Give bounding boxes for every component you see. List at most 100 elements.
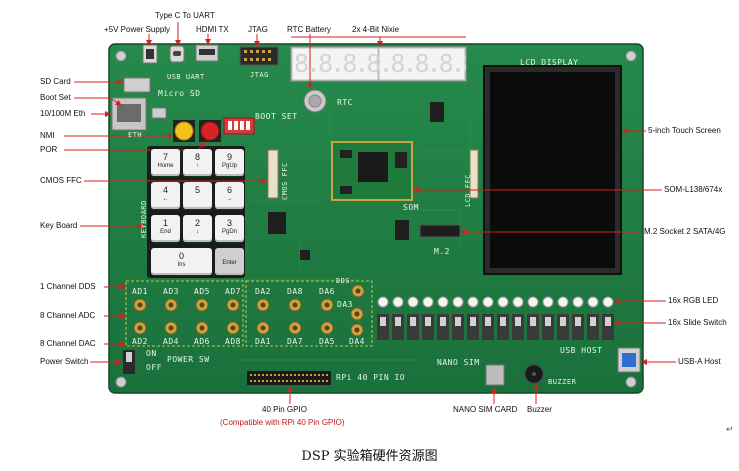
label-dac: 8 Channel DAC (40, 339, 96, 348)
label-jtag: JTAG (248, 25, 268, 34)
silk-da-bottom-1: DA7 (287, 337, 303, 346)
silk-eth: ETH (128, 131, 143, 139)
silk-rtc: RTC (337, 98, 353, 107)
silk-micro-sd: Micro SD (158, 89, 201, 98)
silk-lcd-display: LCD DISPLAY (520, 58, 579, 67)
label-cmos-ffc: CMOS FFC (40, 176, 82, 185)
label-sd-card: SD Card (40, 77, 71, 86)
adc-connectors (133, 298, 240, 335)
silk-da-top-2: DA6 (319, 287, 335, 296)
label-adc: 8 Channel ADC (40, 311, 96, 320)
label-dds: 1 Channel DDS (40, 282, 96, 291)
silk-da-top-0: DA2 (255, 287, 271, 296)
jtag-header (239, 46, 279, 66)
key-4[interactable]: 4← (151, 182, 180, 209)
silk-cmos-ffc: CMOS FFC (281, 162, 289, 200)
silk-ad-top-2: AD5 (194, 287, 210, 296)
label-hdmi-tx: HDMI TX (196, 25, 229, 34)
dac-connectors (256, 298, 364, 337)
boot-dip-switch (223, 117, 255, 135)
silk-m2: M.2 (434, 247, 450, 256)
por-button (199, 120, 221, 142)
label-boot-set: Boot Set (40, 93, 71, 102)
silk-nano-sim: NANO SIM (437, 358, 480, 367)
usb-a-port (617, 347, 641, 373)
label-power-supply: +5V Power Supply (104, 25, 171, 34)
cmos-ffc (267, 149, 279, 199)
nmi-button (173, 120, 195, 142)
silk-off: OFF (146, 363, 162, 372)
silk-jtag: JTAG (250, 71, 269, 79)
gpio-header (247, 371, 331, 385)
silk-som: SOM (403, 203, 419, 212)
label-keyboard: Key Board (40, 221, 78, 230)
silk-ad-bottom-3: AD8 (225, 337, 241, 346)
label-som: SOM-L138/674x (664, 185, 723, 194)
figure-caption: DSP 实验箱硬件资源图 (301, 449, 438, 464)
silk-boot-set: BOOT SET (255, 112, 298, 121)
typec-connector (169, 45, 185, 63)
label-rtc-battery: RTC Battery (287, 25, 331, 34)
hdmi-connector (195, 44, 219, 62)
label-touch-screen: 5-inch Touch Screen (648, 126, 721, 135)
lcd-screen (483, 65, 622, 275)
label-nano-sim: NANO SIM CARD (453, 405, 518, 414)
silk-dds: DDS (336, 277, 351, 285)
silk-ad-top-0: AD1 (132, 287, 148, 296)
label-buzzer: Buzzer (527, 405, 552, 414)
key-2[interactable]: 2↓ (183, 215, 212, 242)
rgb-leds (377, 296, 614, 308)
silk-lcd-ffc: LCD FFC (464, 173, 472, 207)
silk-usb-uart: USB UART (167, 73, 205, 81)
key-enter[interactable]: Enter (215, 248, 244, 275)
silk-da-bottom-3: DA4 (349, 337, 365, 346)
rtc-battery (303, 89, 327, 113)
silk-ad-bottom-1: AD4 (163, 337, 179, 346)
label-gpio-sub: (Compatible with RPi 40 Pin GPIO) (220, 418, 345, 427)
m2-socket (419, 224, 461, 238)
label-slide-switch: 16x Slide Switch (668, 318, 727, 327)
slide-switches (377, 314, 614, 340)
som-module (331, 141, 413, 201)
return-mark: ↵ (726, 424, 734, 434)
label-eth: 10/100M Eth (40, 109, 86, 118)
silk-power-sw: POWER SW (167, 355, 210, 364)
sd-slot (123, 77, 151, 93)
silk-ad-top-3: AD7 (225, 287, 241, 296)
nixie-display (290, 46, 467, 82)
silk-da3: DA3 (337, 300, 353, 309)
lcd-ffc (469, 149, 479, 199)
silk-da-bottom-2: DA5 (319, 337, 335, 346)
silk-rpi-io: RPi 40 PIN IO (336, 373, 406, 382)
power-jack (142, 44, 158, 64)
label-power-switch: Power Switch (40, 357, 89, 366)
silk-da-bottom-0: DA1 (255, 337, 271, 346)
silk-buzzer: BUZZER (548, 378, 577, 386)
label-rgb-led: 16x RGB LED (668, 296, 719, 305)
power-switch (123, 350, 135, 374)
silk-on: ON (146, 349, 157, 358)
silk-ad-bottom-0: AD2 (132, 337, 148, 346)
silk-ad-top-1: AD3 (163, 287, 179, 296)
label-typec-uart: Type C To UART (155, 11, 215, 20)
nano-sim-slot (485, 364, 505, 386)
silk-ad-bottom-2: AD6 (194, 337, 210, 346)
label-por: POR (40, 145, 58, 154)
silk-usb-host: USB HOST (560, 346, 603, 355)
label-gpio: 40 Pin GPIO (262, 405, 307, 414)
label-nmi: NMI (40, 131, 55, 140)
silk-da-top-1: DA8 (287, 287, 303, 296)
key-6[interactable]: 6→ (215, 182, 244, 209)
key-8[interactable]: 8↑ (183, 149, 212, 176)
key-5[interactable]: 5 (183, 182, 212, 209)
nixie-digits: 8.8.8.8.8.8.8.8. (294, 49, 466, 78)
label-usb-a: USB-A Host (678, 357, 721, 366)
silk-keyboard: KEYBOARD (140, 200, 148, 238)
